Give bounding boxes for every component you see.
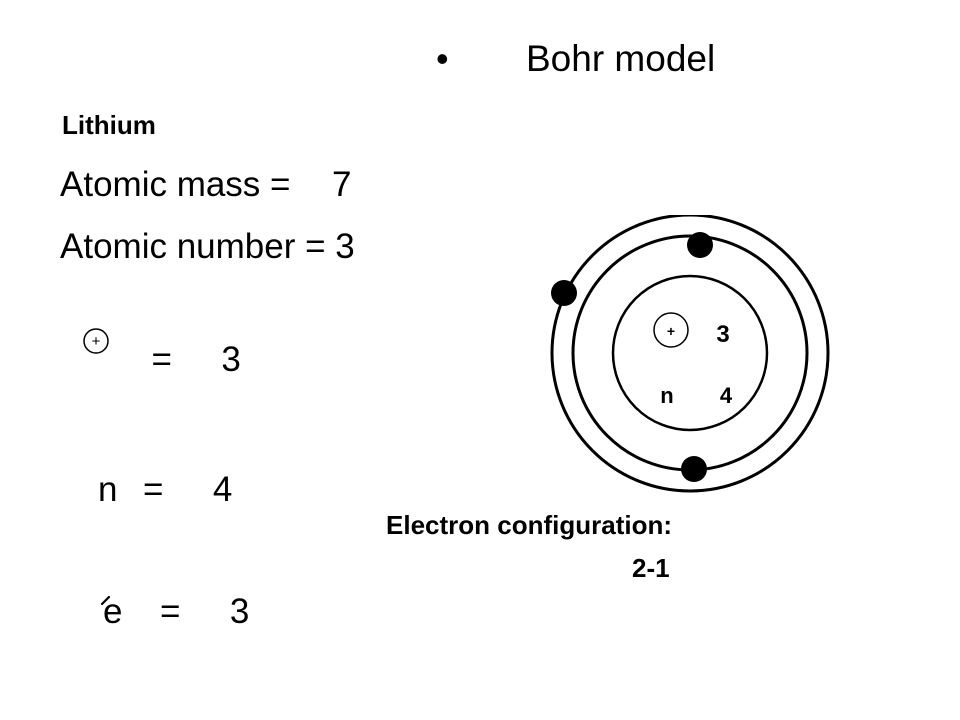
atomic-number-value: 3	[335, 227, 355, 266]
nucleus-proton-symbol: +	[667, 323, 675, 339]
nucleus-neutron-count: 4	[720, 383, 733, 408]
negative-charge-mark-icon	[100, 595, 111, 606]
nucleus-boundary	[611, 274, 769, 432]
title-bullet: •	[436, 38, 449, 79]
atomic-number-label: Atomic number =	[60, 227, 326, 266]
electron-equals: =	[159, 592, 181, 631]
bohr-model-diagram: + 3 n 4	[550, 215, 830, 493]
electron-dot	[551, 280, 577, 306]
proton-value: 3	[221, 340, 241, 379]
electron-count-line: e = 3	[100, 592, 250, 632]
electron-configuration-label: Electron configuration:	[386, 510, 672, 540]
outer-shell	[550, 215, 830, 493]
neutron-count-line: n = 4	[98, 470, 232, 510]
electron-dot	[681, 456, 707, 482]
nucleus-proton-icon	[653, 312, 689, 348]
electron-value: 3	[229, 592, 250, 631]
page-title: Bohr model	[526, 38, 716, 79]
element-name: Lithium	[62, 110, 156, 140]
atomic-number-line: Atomic number = 3	[60, 227, 355, 267]
proton-symbol: +	[92, 333, 101, 350]
electron-symbol-wrap: e	[100, 592, 123, 632]
neutron-equals: =	[142, 470, 164, 509]
electron-symbol: e	[103, 592, 123, 631]
electron-configuration-value: 2-1	[632, 553, 670, 583]
atomic-mass-value: 7	[331, 165, 352, 204]
neutron-symbol: n	[98, 470, 118, 509]
nucleus-proton-count: 3	[716, 321, 729, 348]
nucleus-neutron-symbol: n	[660, 383, 673, 408]
neutron-value: 4	[212, 470, 233, 509]
inner-shell	[571, 234, 809, 472]
proton-count-line: + = 3	[82, 328, 241, 380]
proton-icon: +	[82, 327, 110, 355]
atomic-mass-label: Atomic mass =	[60, 165, 291, 204]
atomic-mass-line: Atomic mass = 7	[60, 165, 351, 205]
proton-equals: =	[151, 340, 172, 379]
electron-dot	[687, 232, 713, 258]
